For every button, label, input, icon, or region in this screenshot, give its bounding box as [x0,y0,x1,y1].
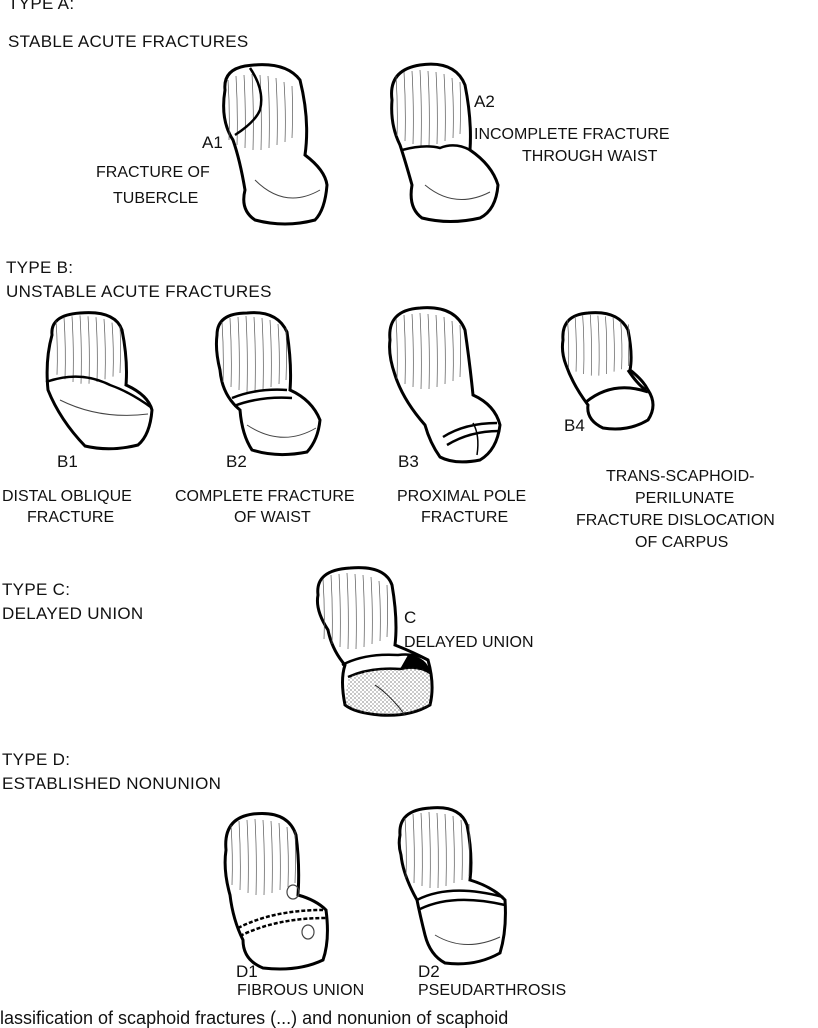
b4-label-line1: TRANS-SCAPHOID- [606,466,754,488]
a1-label-line2: TUBERCLE [113,188,198,210]
d2-label: PSEUDARTHROSIS [418,980,566,1002]
b4-label-line3: FRACTURE DISLOCATION [576,510,775,532]
b1-label-line2: FRACTURE [27,507,114,529]
scaphoid-b1-illustration [40,310,160,455]
d2-code: D2 [418,962,440,982]
d1-label: FIBROUS UNION [237,980,364,1002]
scaphoid-d2-illustration [395,805,515,970]
scaphoid-d1-illustration [218,810,343,975]
c-label: DELAYED UNION [404,632,534,654]
a1-code: A1 [202,133,223,153]
type-c-subheading: DELAYED UNION [2,604,144,624]
b4-label-line2: PERILUNATE [635,488,734,510]
figure-caption: lassification of scaphoid fractures (...… [0,1008,508,1028]
b2-label-line2: OF WAIST [234,507,311,529]
b3-label-line1: PROXIMAL POLE [397,486,526,508]
b4-code: B4 [564,416,585,436]
b4-label-line4: OF CARPUS [635,532,728,554]
a2-label-line1: INCOMPLETE FRACTURE [474,124,670,146]
b1-code: B1 [57,452,78,472]
b1-label-line1: DISTAL OBLIQUE [2,486,132,508]
b2-label-line1: COMPLETE FRACTURE [175,486,355,508]
a2-code: A2 [474,92,495,112]
type-a-heading: TYPE A: [8,0,74,14]
b3-label-line2: FRACTURE [421,507,508,529]
type-d-heading: TYPE D: [2,750,70,770]
type-a-subheading: STABLE ACUTE FRACTURES [8,32,249,52]
type-c-heading: TYPE C: [2,580,70,600]
type-b-heading: TYPE B: [6,258,73,278]
scaphoid-b2-illustration [212,310,332,460]
b2-code: B2 [226,452,247,472]
c-code: C [404,608,416,628]
a1-label-line1: FRACTURE OF [96,162,210,184]
type-b-subheading: UNSTABLE ACUTE FRACTURES [6,282,272,302]
type-d-subheading: ESTABLISHED NONUNION [2,774,221,794]
d1-code: D1 [236,962,258,982]
scaphoid-b3-illustration [385,305,515,465]
scaphoid-a1-illustration [205,60,335,230]
b3-code: B3 [398,452,419,472]
a2-label-line2: THROUGH WAIST [522,146,657,168]
